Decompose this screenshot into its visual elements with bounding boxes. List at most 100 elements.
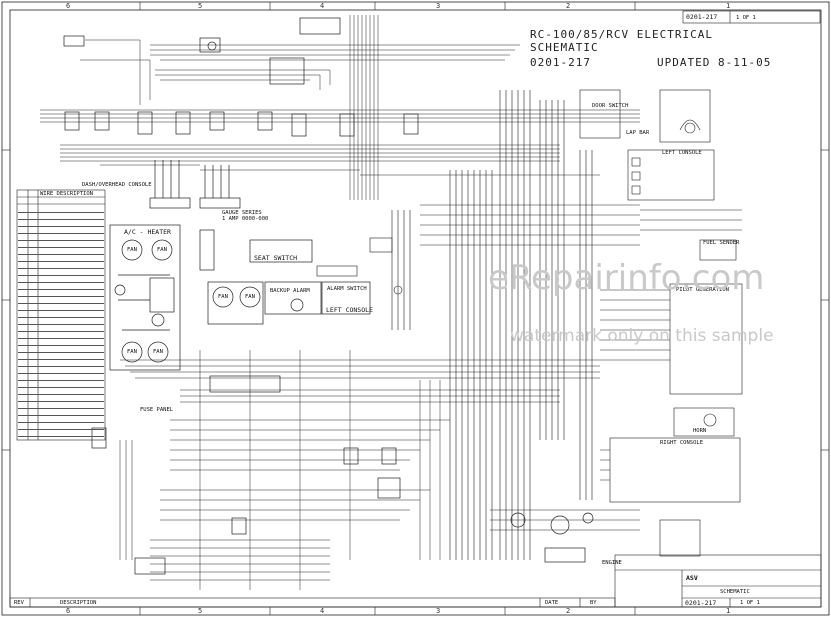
table-row [18,254,104,263]
zone-bottom-3: 3 [436,607,441,615]
label-fan-5: FAN [218,294,228,300]
zone-bottom-4: 4 [320,607,325,615]
sheet-id: 0201-217 [686,13,718,21]
label-horn: HORN [693,428,707,434]
title-block-company: ASV [686,574,698,582]
ac-heater-box [109,224,181,371]
table-row [18,345,104,354]
label-dash-console: DASH/OVERHEAD CONSOLE [82,182,152,188]
gauge-area [199,229,371,325]
table-row [18,289,104,298]
title-block-sheet: 1 OF 1 [740,600,760,606]
table-row [18,408,104,417]
label-gauge-series: GAUGE SERIES [222,210,262,216]
table-row [18,373,104,382]
label-fan-1: FAN [127,247,137,253]
title-code: 0201-217 [530,56,591,69]
title-block-desc: DESCRIPTION [60,600,97,606]
table-row [18,261,104,270]
sheet-id-box [682,10,821,24]
table-row [18,394,104,403]
dash-connector [149,160,241,209]
inner-border [9,9,822,608]
zone-bottom-5: 5 [198,607,203,615]
table-row [18,415,104,424]
table-row [18,303,104,312]
table-row [18,324,104,333]
table-row [18,282,104,291]
label-gauge-part: 1 AMP 0000-000 [222,216,269,222]
lower-components [91,375,594,575]
sheet-of: 1 OF 1 [736,15,756,21]
label-seat-switch: SEAT SWITCH [254,254,298,262]
right-components [579,89,743,557]
title-line-1: RC-100/85/RCV ELECTRICAL [530,28,713,41]
watermark-line-1: eRepairinfo.com [488,258,765,298]
lower-wiring [119,350,640,590]
table-row [18,359,104,368]
title-block-rev: REV [14,600,24,606]
table-row [18,226,104,235]
label-lap-bar: LAP BAR [626,130,650,136]
table-row [18,366,104,375]
label-left-console-mid: LEFT CONSOLE [326,306,373,314]
table-row [18,331,104,340]
label-fan-3: FAN [127,349,137,355]
table-row [18,429,104,438]
title-block [9,554,822,608]
watermark-line-2: watermark only on this sample [510,326,774,346]
label-engine: ENGINE [602,560,622,566]
title-block-name: SCHEMATIC [720,589,750,595]
zone-top-5: 5 [198,2,203,10]
table-row [18,317,104,326]
table-row [18,205,104,214]
table-row [18,380,104,389]
wire-table [16,189,106,441]
table-row [18,275,104,284]
zone-top-6: 6 [66,2,71,10]
title-line-2: SCHEMATIC [530,41,599,54]
zone-top-1: 1 [726,2,731,10]
label-fan-6: FAN [245,294,255,300]
label-ac-heater: A/C - HEATER [124,228,171,236]
title-updated: UPDATED 8-11-05 [657,56,772,69]
zone-bottom-1: 1 [726,607,731,615]
label-door-switch: DOOR SWITCH [592,103,629,109]
label-alarm-switch: ALARM SWITCH [327,286,367,292]
table-row [18,310,104,319]
table-row [18,212,104,221]
wire-table-title: WIRE DESCRIPTION [40,191,93,197]
label-backup-alarm: BACKUP ALARM [270,288,310,294]
table-row [18,422,104,431]
label-fuse-panel: FUSE PANEL [140,407,174,413]
zone-top-4: 4 [320,2,325,10]
mid-connectors [316,90,640,560]
label-left-console: LEFT CONSOLE [662,150,702,156]
title-block-by: BY [590,600,597,606]
label-right-console: RIGHT CONSOLE [660,440,704,446]
table-row [18,352,104,361]
zone-top-3: 3 [436,2,441,10]
relay-row [63,17,419,137]
label-fan-2: FAN [157,247,167,253]
zone-top-2: 2 [566,2,571,10]
zone-bottom-2: 2 [566,607,571,615]
table-row [18,219,104,228]
table-row [18,268,104,277]
title-block-dwg: 0201-217 [685,599,717,607]
label-fuel-sender: FUEL SENDER [703,240,740,246]
zone-bottom-6: 6 [66,607,71,615]
table-row [18,296,104,305]
table-row [18,338,104,347]
table-row [18,233,104,242]
table-row [18,240,104,249]
label-fan-4: FAN [153,349,163,355]
table-row [18,387,104,396]
table-row [18,401,104,410]
title-block-date: DATE [545,600,559,606]
table-row [18,247,104,256]
label-pilot-generation: PILOT GENERATION [676,287,729,293]
